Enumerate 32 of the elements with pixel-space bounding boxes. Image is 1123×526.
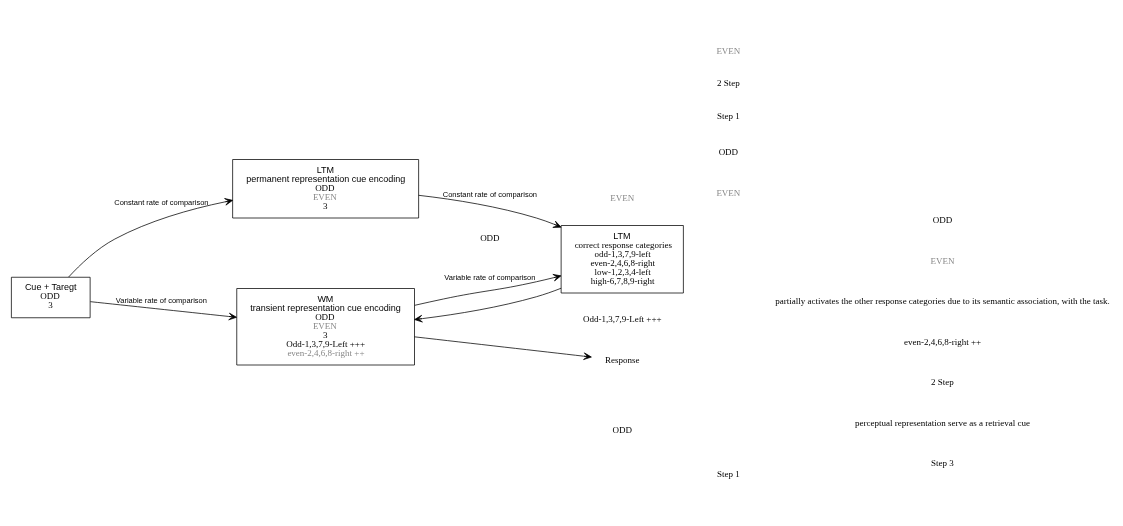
- edge-label: Constant rate of comparison: [442, 190, 537, 199]
- label: EVEN: [610, 192, 635, 203]
- label: EVEN: [930, 255, 955, 266]
- node-box: LTM correct response categories odd-1,3,7,9-left even-2,4,6,8-right low-1,2,3,4-left high-6,7,8,9-right: [560, 225, 684, 294]
- label: Step 1: [716, 111, 740, 122]
- label: even-2,4,6,8-right ++: [903, 336, 982, 347]
- node-box: LTM permanent representation cue encoding ODD EVEN 3: [232, 159, 419, 219]
- arrow: [90, 301, 237, 321]
- label: ODD: [932, 215, 953, 226]
- label: perceptual representation serve as a retrieval cue: [855, 417, 1030, 428]
- node-box: Cue + Taregt ODD 3: [11, 276, 91, 319]
- node-box: WM transient representation cue encoding ODD EVEN 3 Odd-1,3,7,9-Left +++ even-2,4,6,8-right ++: [236, 288, 415, 366]
- label: 2 Step: [931, 377, 954, 388]
- label: EVEN: [716, 45, 741, 56]
- arrow: [414, 274, 562, 306]
- node-text: Response: [605, 354, 640, 365]
- label: Step 3: [931, 458, 954, 469]
- label: Odd-1,3,7,9-Left +++: [582, 314, 662, 325]
- arrow: [414, 287, 562, 323]
- label: EVEN: [716, 188, 741, 199]
- label: Step 1: [716, 468, 740, 479]
- label: ODD: [480, 232, 500, 243]
- edge-label: Variable rate of comparison: [115, 295, 207, 305]
- arrow: [418, 194, 562, 228]
- arrow: [68, 198, 233, 278]
- edge-label: Constant rate of comparison: [114, 198, 209, 208]
- arrow: [414, 336, 592, 360]
- edge-label: Variable rate of comparison: [444, 272, 536, 282]
- label: ODD: [612, 424, 632, 435]
- label: ODD: [718, 147, 739, 158]
- label: 2 Step: [716, 78, 740, 89]
- label: partially activates the other response categories due to its semantic association, with the task.: [775, 296, 1110, 307]
